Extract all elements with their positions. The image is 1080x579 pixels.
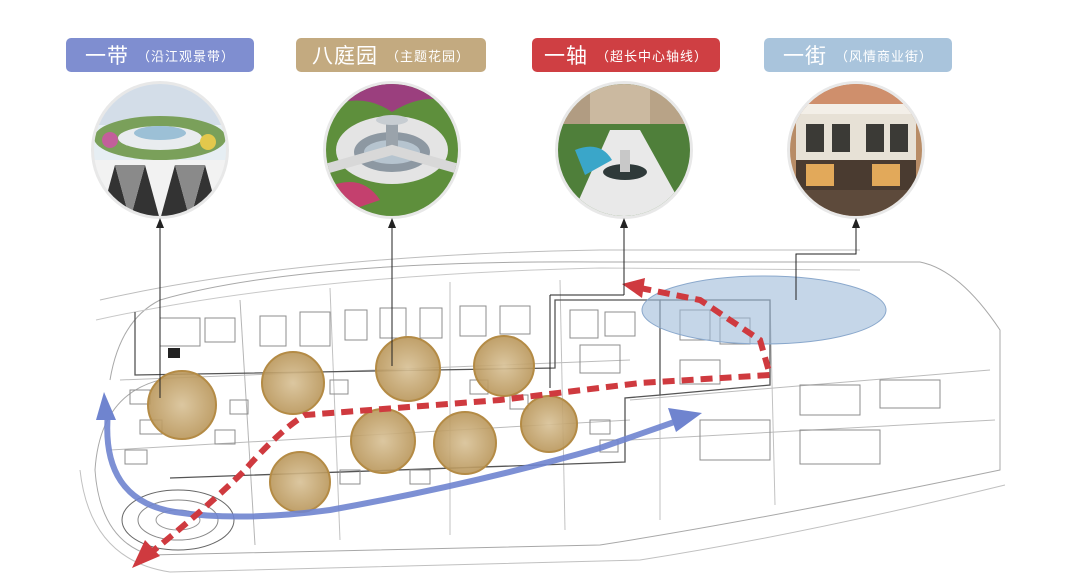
label-sub: （沿江观景带） [136, 49, 235, 65]
garden-circle [261, 351, 325, 415]
garden-circle [269, 451, 331, 513]
commercial-street-zone [641, 275, 887, 345]
label-central-axis: 一轴 （超长中心轴线） [532, 38, 720, 72]
central-axis-courtyard-photo [555, 81, 693, 219]
fountain-garden-photo [323, 81, 461, 219]
central-axis-arrowhead-end [622, 278, 645, 298]
garden-circle [433, 411, 497, 475]
label-sub: （主题花园） [385, 49, 470, 65]
garden-circle [147, 370, 217, 440]
label-sub: （超长中心轴线） [595, 49, 708, 65]
central-axis-arrowhead-start [132, 540, 160, 568]
garden-circle [350, 408, 416, 474]
label-riverside-band: 一带 （沿江观景带） [66, 38, 254, 72]
label-theme-gardens: 八庭园 （主题花园） [296, 38, 486, 72]
label-commercial-street: 一街 （风情商业街） [764, 38, 952, 72]
site-plan [79, 249, 1006, 573]
leader-lines [156, 218, 860, 398]
garden-circle [473, 335, 535, 397]
riverside-plaza-photo [91, 81, 229, 219]
label-main: 一街 [782, 44, 827, 68]
label-main: 八庭园 [311, 44, 378, 68]
riverside-band-tail-arrowhead [96, 392, 116, 420]
label-main: 一轴 [543, 44, 588, 68]
commercial-street-photo [787, 81, 925, 219]
label-sub: （风情商业街） [834, 49, 933, 65]
garden-circle [520, 395, 578, 453]
riverside-band-arrow [104, 409, 683, 520]
riverside-band-arrowhead [668, 408, 702, 432]
garden-circle [375, 336, 441, 402]
theme-garden-markers [147, 335, 578, 513]
label-main: 一带 [84, 44, 129, 68]
central-axis-line [146, 285, 774, 558]
